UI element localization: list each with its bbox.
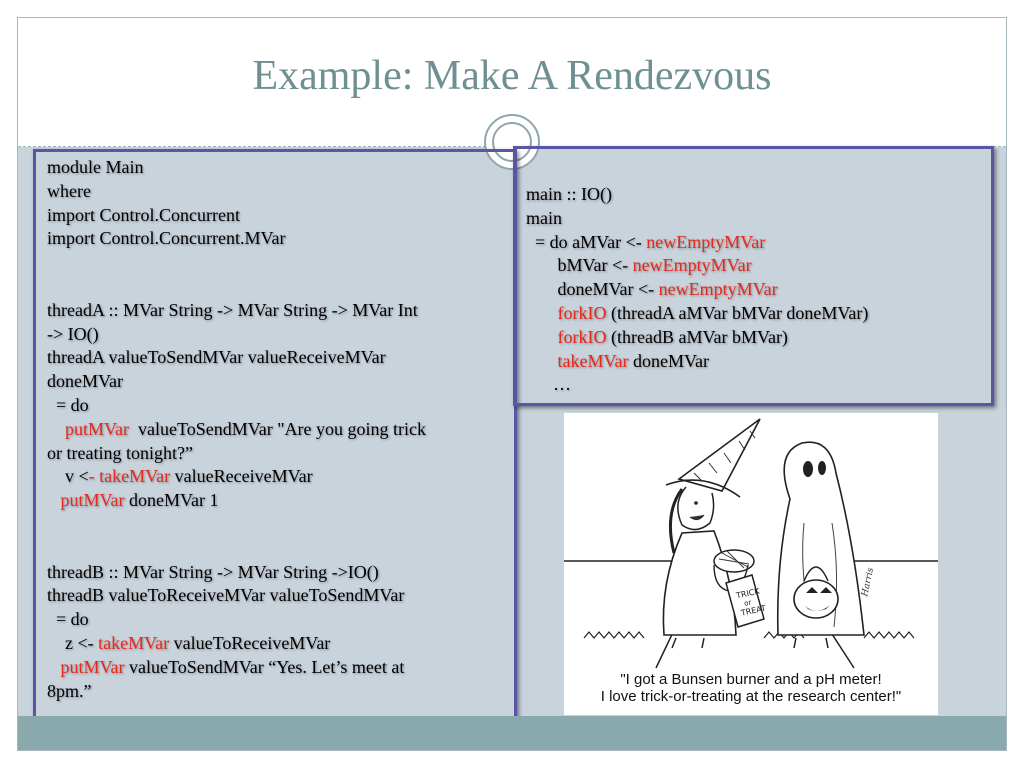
artist-signature: Harris	[860, 566, 876, 598]
code-text	[526, 327, 558, 347]
code-text: bMVar <-	[526, 255, 633, 276]
code-line: …	[526, 374, 571, 395]
circle-ornament-icon	[484, 114, 540, 170]
code-text: (threadA aMVar bMVar doneMVar)	[606, 302, 869, 323]
keyword-putmvar: putMVar	[60, 490, 125, 511]
code-line: doneMVar <- newEmptyMVar	[526, 278, 981, 302]
keyword-putmvar: putMVar	[60, 656, 125, 677]
keyword-forkio: forkIO	[557, 302, 607, 323]
code-line: doneMVar	[47, 371, 123, 392]
code-text: doneMVar 1	[124, 490, 219, 511]
keyword-newemptymvar: newEmptyMVar	[658, 279, 778, 300]
keyword-newemptymvar: newEmptyMVar	[632, 255, 752, 276]
code-line: threadB :: MVar String -> MVar String ->…	[47, 561, 379, 582]
blank-line	[47, 513, 504, 537]
code-line: import Control.Concurrent.MVar	[47, 228, 286, 249]
code-text: valueToSendMVar “Yes. Let’s meet at	[124, 656, 405, 677]
code-text: (threadB aMVar bMVar)	[606, 326, 788, 347]
code-text	[47, 490, 61, 510]
code-text: v <	[47, 466, 89, 487]
cartoon-illustration: TRICK or TREAT Harris	[564, 418, 938, 669]
code-line: bMVar <- newEmptyMVar	[526, 254, 981, 278]
caption-line: I love trick-or-treating at the research…	[600, 688, 902, 705]
code-line: where	[47, 180, 91, 201]
code-line: import Control.Concurrent	[47, 204, 240, 225]
blank-line	[47, 251, 504, 275]
slide: Example: Make A Rendezvous module Main w…	[17, 17, 1007, 751]
keyword-takemvar: takeMVar	[98, 632, 170, 653]
keyword-newemptymvar: newEmptyMVar	[646, 231, 766, 252]
keyword-takemvar: takeMVar	[557, 350, 629, 371]
code-text: valueToReceiveMVar	[169, 632, 331, 653]
code-text	[526, 351, 558, 371]
halloween-cartoon: TRICK or TREAT Harris "I got a Bunsen bu…	[564, 413, 938, 715]
code-line: threadA valueToSendMVar valueReceiveMVar	[47, 347, 386, 368]
code-text: valueToSendMVar "Are you going trick	[129, 418, 427, 439]
code-line: putMVar doneMVar 1	[47, 489, 504, 513]
code-line: takeMVar doneMVar	[526, 350, 981, 374]
code-line: = do aMVar <- newEmptyMVar	[526, 231, 981, 255]
right-code-box: main :: IO() main = do aMVar <- newEmpty…	[513, 146, 994, 406]
code-text	[47, 657, 61, 677]
code-text: valueReceiveMVar	[170, 466, 313, 487]
keyword-putmvar: putMVar	[65, 418, 129, 439]
code-line: putMVar valueToSendMVar “Yes. Let’s meet…	[47, 656, 504, 680]
code-text: z <-	[47, 632, 99, 653]
code-text: doneMVar <-	[526, 279, 659, 300]
code-text: = do aMVar <-	[526, 231, 647, 252]
code-line: putMVar valueToSendMVar "Are you going t…	[47, 418, 504, 442]
bag-label: or	[743, 599, 752, 608]
code-text: doneMVar	[628, 350, 709, 371]
code-line: -> IO()	[47, 323, 99, 344]
left-code-box: module Main where import Control.Concurr…	[33, 149, 517, 721]
code-line: z <- takeMVar valueToReceiveMVar	[47, 632, 504, 656]
blank-line	[47, 537, 504, 561]
slide-title: Example: Make A Rendezvous	[252, 53, 772, 99]
code-line: main	[526, 207, 562, 228]
cartoon-caption: "I got a Bunsen burner and a pH meter! I…	[564, 671, 938, 705]
code-line: module Main	[47, 157, 144, 177]
code-text	[47, 419, 65, 439]
code-line: v <- takeMVar valueReceiveMVar	[47, 465, 504, 489]
code-line: forkIO (threadA aMVar bMVar doneMVar)	[526, 302, 981, 326]
blank-line	[47, 275, 504, 299]
footer-band	[18, 716, 1006, 750]
code-line: threadB valueToReceiveMVar valueToSendMV…	[47, 585, 405, 606]
code-line: = do	[47, 394, 89, 415]
caption-line: "I got a Bunsen burner and a pH meter!	[620, 671, 882, 688]
code-line: = do	[47, 609, 89, 630]
code-line: main :: IO()	[526, 184, 612, 204]
keyword-takemvar: - takeMVar	[88, 466, 171, 487]
code-line: forkIO (threadB aMVar bMVar)	[526, 326, 981, 350]
code-text	[526, 303, 558, 323]
code-line: or treating tonight?”	[47, 442, 193, 463]
code-line: threadA :: MVar String -> MVar String ->…	[47, 299, 418, 320]
keyword-forkio: forkIO	[557, 326, 607, 347]
code-line: 8pm.”	[47, 680, 92, 701]
